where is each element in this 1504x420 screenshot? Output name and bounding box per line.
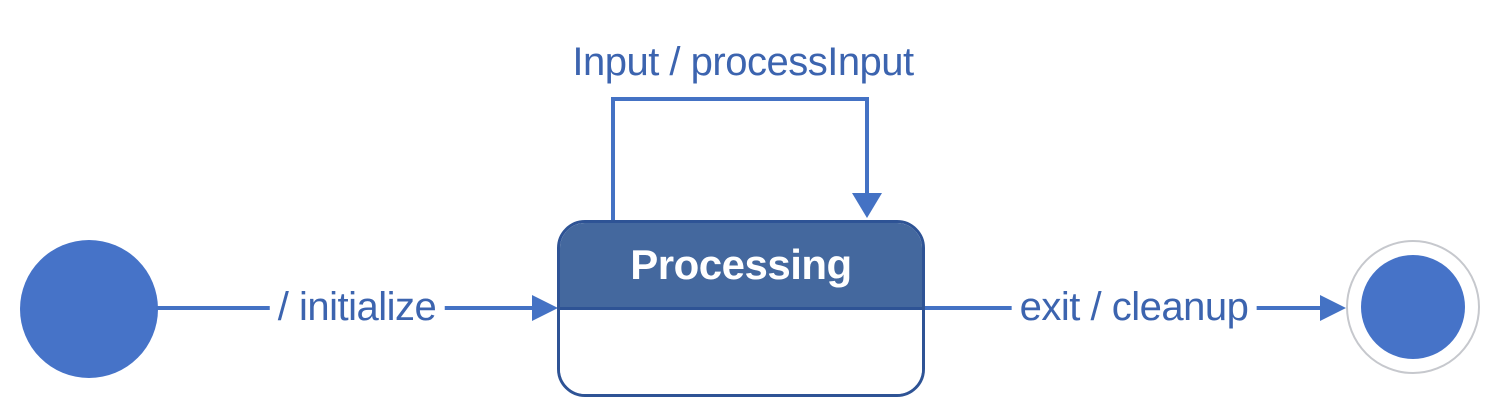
arrow-right-icon <box>1320 295 1346 321</box>
self-transition-label: Input / processInput <box>572 40 914 84</box>
self-loop-left-segment <box>611 99 615 220</box>
self-loop-right-segment <box>865 99 869 196</box>
arrow-down-icon <box>852 193 882 218</box>
state-processing-header: Processing <box>560 223 922 310</box>
initial-state-node <box>20 240 158 378</box>
self-loop-top-segment <box>611 97 869 101</box>
state-processing-body <box>560 310 922 394</box>
final-state-node <box>1346 240 1480 374</box>
final-state-inner-dot <box>1361 255 1465 359</box>
arrow-right-icon <box>532 295 558 321</box>
transition-exit-label: exit / cleanup <box>1011 285 1257 329</box>
transition-initialize-label: / initialize <box>269 285 445 329</box>
state-processing-title: Processing <box>630 241 852 288</box>
state-processing-node: Processing <box>557 220 925 397</box>
